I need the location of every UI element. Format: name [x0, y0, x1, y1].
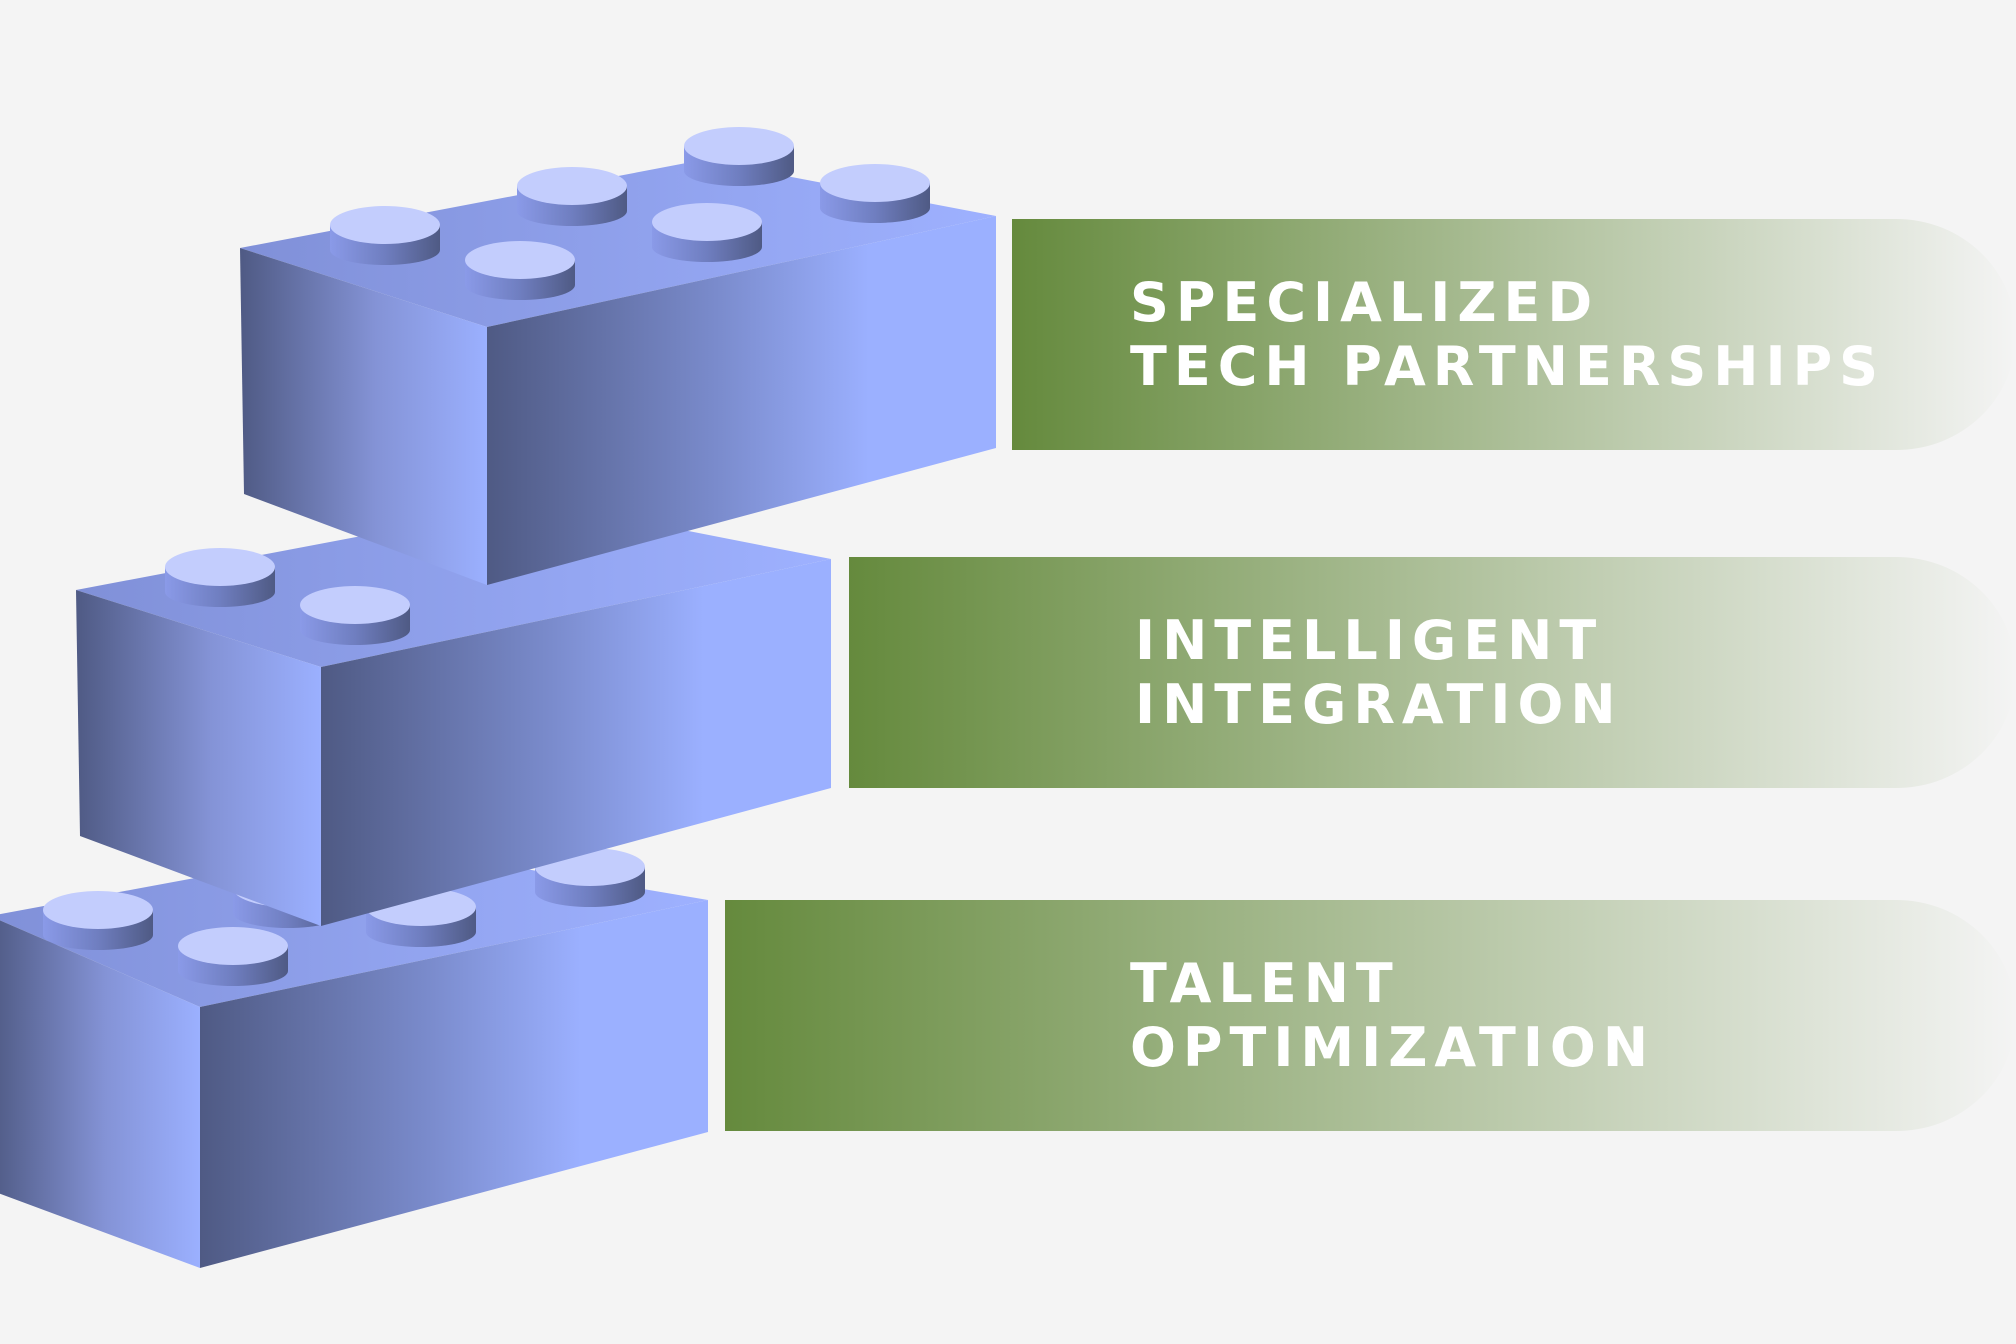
stud — [820, 164, 930, 223]
banner-label-line2: TECH PARTNERSHIPS — [1130, 335, 1885, 399]
banner-label-line1: INTELLIGENT — [1135, 609, 1623, 673]
top-brick — [240, 127, 996, 585]
banner-label-line2: OPTIMIZATION — [1130, 1016, 1655, 1080]
banner-intelligent-integration: INTELLIGENT INTEGRATION — [849, 557, 2016, 788]
banner-label-line1: SPECIALIZED — [1130, 271, 1885, 335]
stud — [517, 167, 627, 226]
stud — [684, 127, 794, 186]
stud — [652, 203, 762, 262]
banner-label: TALENT OPTIMIZATION — [1130, 952, 1655, 1080]
stud — [165, 548, 275, 607]
banner-talent-optimization: TALENT OPTIMIZATION — [725, 900, 2016, 1131]
stud — [300, 586, 410, 645]
stud — [43, 891, 153, 950]
stud — [330, 206, 440, 265]
banner-label: SPECIALIZED TECH PARTNERSHIPS — [1130, 271, 1885, 399]
stud — [465, 241, 575, 300]
banner-label: INTELLIGENT INTEGRATION — [1135, 609, 1623, 737]
stud — [178, 927, 288, 986]
banner-label-line2: INTEGRATION — [1135, 673, 1623, 737]
banner-label-line1: TALENT — [1130, 952, 1655, 1016]
banner-specialized-tech-partnerships: SPECIALIZED TECH PARTNERSHIPS — [1012, 219, 2016, 450]
